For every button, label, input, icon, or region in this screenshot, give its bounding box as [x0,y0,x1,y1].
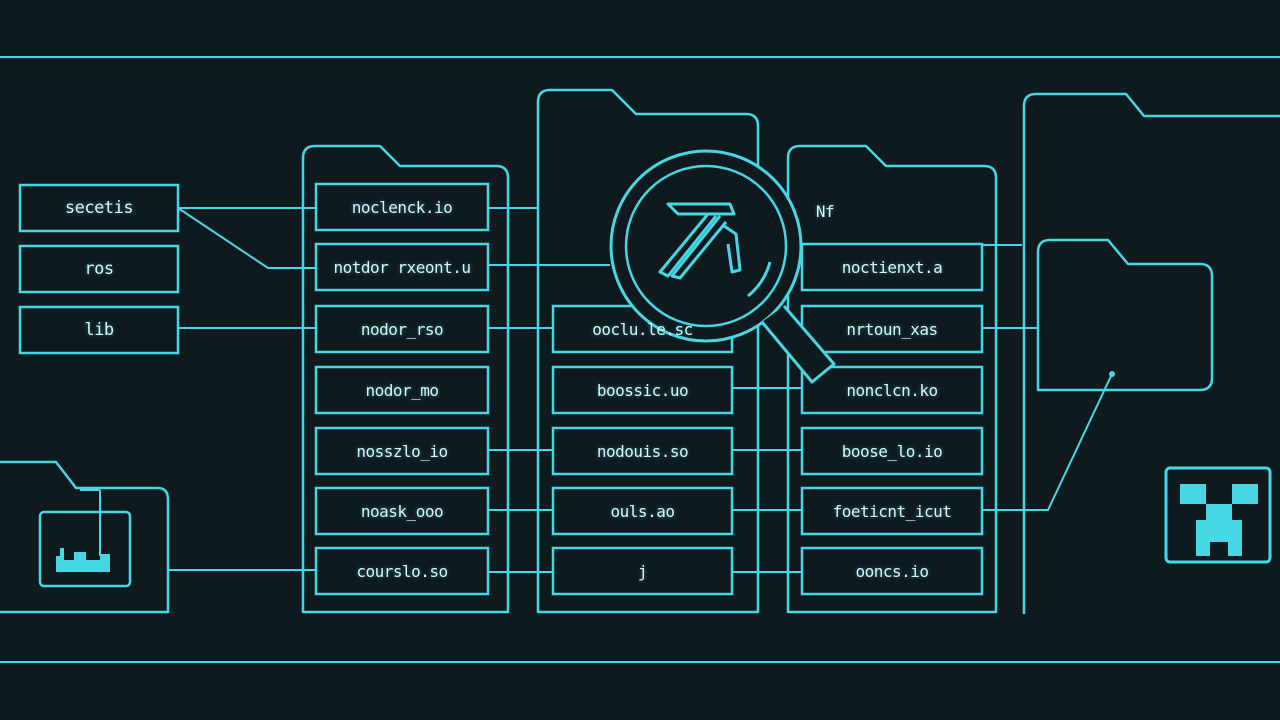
left-box-2-box [18,305,180,355]
col1-item-1: notdor rxeont.u [333,257,472,277]
col3-item-3: boose_lo.io [841,441,943,461]
col3-item-4-box [800,486,984,536]
col1-item-2: nodor_rso [360,319,444,339]
col1-item-4-box [314,426,490,476]
col1-item-3: nodor_mo [365,380,439,400]
pickaxe-icon [658,202,742,280]
terminal-icon [38,490,132,588]
creeper-icon [1164,466,1272,564]
col2-item-1-box [551,365,734,415]
folder-column-3 [786,144,998,614]
left-box-0-box [18,183,180,233]
left-box-0: secetis [64,198,134,218]
col2-item-2-box [551,426,734,476]
col3-item-2: nonclcn.ko [846,380,938,400]
col1-item-4: nosszlo_io [356,441,448,461]
col2-item-2: nodouis.so [596,441,689,461]
left-box-2: lib [84,320,114,340]
col1-item-3-box [314,365,490,415]
col1-item-0-box [314,182,490,232]
col3-item-3-box [800,426,984,476]
col3-item-5: ooncs.io [855,561,929,581]
col1-item-5-box [314,486,490,536]
col1-item-0: noclenck.io [351,197,453,217]
connector-dot [1109,371,1115,377]
col1-item-6: courslo.so [356,561,448,581]
magnifier-icon [609,149,836,384]
folder-outlines [0,88,1280,614]
col1-item-2-box [314,304,490,354]
col2-item-1: boossic.uo [596,380,689,400]
col3-item-4: foeticnt_icut [832,501,952,521]
col2-item-3-box [551,486,734,536]
col3-item-1: nrtoun_xas [846,319,938,339]
col2-item-4-box [551,546,734,596]
folder-right [1022,92,1280,614]
folder-small [1036,238,1214,392]
left-box-1-box [18,244,180,294]
col3-item-0: noctienxt.a [841,257,943,277]
col1-item-5: noask_ooo [360,501,444,521]
col2-item-3: ouls.ao [610,501,675,521]
left-box-1: ros [84,259,114,279]
col2-item-4: j [637,561,648,581]
col3-item-2-box [800,365,984,415]
col3-item-1-box [800,304,984,354]
connector-lines [80,207,1113,573]
col1-item-6-box [314,546,490,596]
folder-bottom-left [0,460,170,614]
col2-item-0: ooclu.le.sc [592,319,693,339]
folder-column-2 [536,88,760,614]
col3-item-5-box [800,546,984,596]
col3-item-0-box [800,242,984,292]
folder-column-1 [301,144,510,614]
col3-top-label: Nf [815,201,835,221]
col1-item-1-box [314,242,490,292]
